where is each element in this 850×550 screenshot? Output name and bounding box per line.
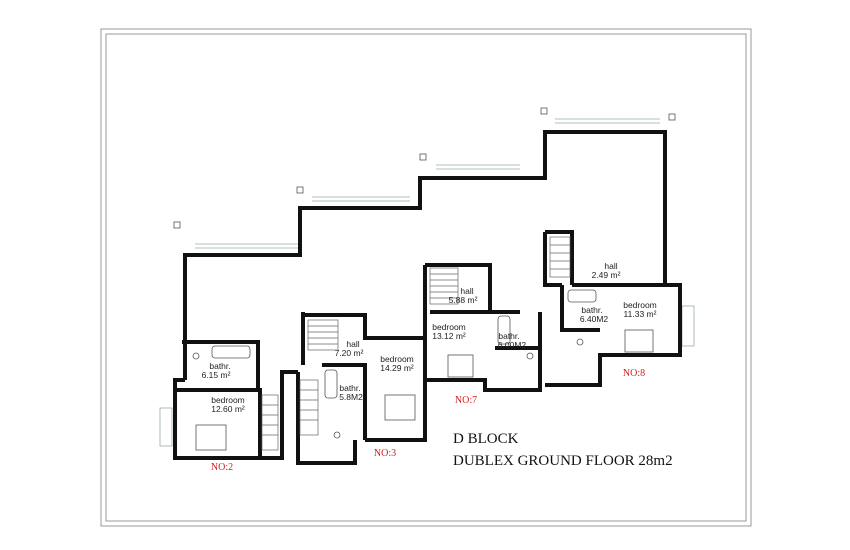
room-name: bedroom <box>380 354 414 364</box>
room-name: hall <box>346 339 359 349</box>
room-name: bathr. <box>498 331 519 341</box>
stairs <box>261 236 571 451</box>
bed-icon <box>447 354 474 378</box>
bathtub-icon <box>567 289 597 303</box>
room-name: hall <box>604 261 617 271</box>
room-name: bedroom <box>211 395 245 405</box>
unit-labels: NO:2 NO:3 NO:7 NO:8 <box>211 368 645 473</box>
survey-markers <box>173 107 676 229</box>
room-area: 11.33 m² <box>624 309 657 319</box>
walls <box>173 130 682 465</box>
room-labels: bathr. 6.15 m² bedroom 12.60 m² hall 7.2… <box>202 261 657 414</box>
block-subtitle: DUBLEX GROUND FLOOR 28m2 <box>453 453 673 469</box>
room-area: 7.20 m² <box>335 348 364 358</box>
room-area: 6.40M2 <box>580 314 609 324</box>
bathtub-icon <box>497 315 511 345</box>
bathtub-icon <box>211 345 251 359</box>
unit-label-no7: NO:7 <box>455 395 477 406</box>
room-name: hall <box>460 286 473 296</box>
toilet-icon <box>526 352 534 360</box>
outer-frame <box>100 28 752 527</box>
room-name: bathr. <box>209 361 230 371</box>
unit-label-no3: NO:3 <box>374 448 396 459</box>
fixtures <box>192 289 654 451</box>
room-area: 2.49 m² <box>592 270 621 280</box>
room-area: 13.12 m² <box>432 331 466 341</box>
bathtub-icon <box>324 369 338 399</box>
inner-frame <box>105 33 747 522</box>
toilet-icon <box>192 352 200 360</box>
room-area: 6.00M2 <box>498 340 527 350</box>
room-area: 14.29 m² <box>380 363 414 373</box>
bed-icon <box>384 394 416 421</box>
toilet-icon <box>576 338 584 346</box>
block-title: D BLOCK <box>453 431 519 447</box>
room-area: 6.15 m² <box>202 370 231 380</box>
unit-label-no8: NO:8 <box>623 368 645 379</box>
room-name: bathr. <box>581 305 602 315</box>
room-area: 12.60 m² <box>211 404 245 414</box>
room-name: bedroom <box>623 300 657 310</box>
bed-icon <box>624 329 654 353</box>
room-area: 5.8M2 <box>339 392 363 402</box>
window-lines <box>159 118 695 447</box>
toilet-icon <box>333 431 341 439</box>
bed-icon <box>195 424 227 451</box>
room-name: bathr. <box>339 383 360 393</box>
unit-label-no2: NO:2 <box>211 462 233 473</box>
room-area: 5.88 m² <box>449 295 478 305</box>
room-name: bedroom <box>432 322 466 332</box>
